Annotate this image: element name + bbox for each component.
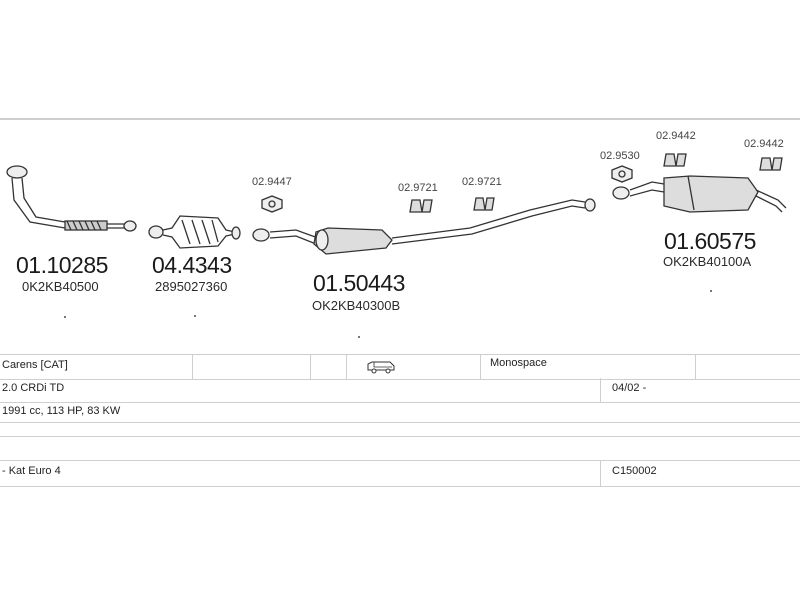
marker-dot [710,290,712,292]
part-label-02-9447: 02.9447 [252,176,292,188]
part-number-01-10285: 01.10285 [16,252,108,278]
engine-spec: 1991 cc, 113 HP, 83 KW [2,405,121,417]
exhaust-diagram [6,153,787,255]
front-pipe [6,165,137,232]
part-number-01-60575: 01.60575 [664,228,756,254]
rubber-mount-02-9442-b [759,157,783,171]
marker-dot [194,315,196,317]
catalog-code: C150002 [612,465,657,477]
body-type: Monospace [490,357,547,369]
part-label-02-9442-a: 02.9442 [656,130,696,142]
part-number-01-50443: 01.50443 [313,270,405,296]
table-row-model: Carens [CAT] Monospace [0,354,800,380]
model-name: Carens [CAT] [2,359,68,371]
engine-name: 2.0 CRDi TD [2,382,65,394]
part-ref-2895027360: 2895027360 [155,279,228,294]
part-number-04-4343: 04.4343 [152,252,232,278]
gasket-02-9447 [261,195,283,213]
gasket-02-9530 [611,165,633,183]
table-row-empty-1 [0,422,800,437]
part-label-02-9442-b: 02.9442 [744,138,784,150]
van-icon [367,361,395,374]
marker-dot [64,316,66,318]
rubber-mount-02-9721-a [409,199,433,213]
rubber-mount-02-9721-b [473,197,495,211]
part-ref-OK2KB40100A: OK2KB40100A [663,254,752,269]
rear-silencer [612,175,787,213]
rubber-mount-02-9442-a [663,153,687,167]
table-row-engine: 2.0 CRDi TD 04/02 - [0,378,800,403]
table-row-spec: 1991 cc, 113 HP, 83 KW [0,402,800,423]
diagram-frame [0,118,800,490]
part-ref-OK2KB40300B: OK2KB40300B [312,298,401,313]
part-label-02-9721-a: 02.9721 [398,182,438,194]
marker-dot [358,336,360,338]
table-row-empty-2 [0,436,800,461]
part-label-02-9721-b: 02.9721 [462,176,502,188]
table-row-emission: - Kat Euro 4 C150002 [0,460,800,487]
catalyst [148,215,241,249]
production-date: 04/02 - [612,382,647,394]
part-label-02-9530: 02.9530 [600,150,640,162]
middle-section [252,198,596,255]
emission-standard: - Kat Euro 4 [2,465,61,477]
part-ref-0K2KB40500: 0K2KB40500 [22,279,99,294]
